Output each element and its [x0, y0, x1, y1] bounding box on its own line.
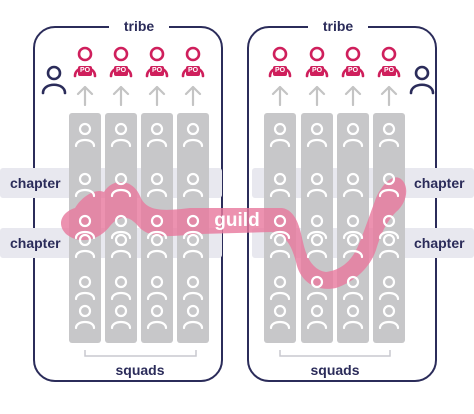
person-outline-icon — [373, 170, 405, 200]
person-outline-icon — [337, 120, 369, 150]
person-outline-icon — [105, 212, 137, 242]
person-outline-icon — [69, 212, 101, 242]
tribe-right-label: tribe — [308, 16, 368, 36]
person-outline-icon — [177, 231, 209, 261]
person-outline-icon — [264, 273, 296, 303]
person-outline-icon — [69, 231, 101, 261]
tribe-lead-person-icon — [406, 64, 438, 96]
person-outline-icon — [264, 302, 296, 332]
tribe-lead-person-icon — [38, 64, 70, 96]
po-person-icon — [301, 44, 333, 82]
person-outline-icon — [69, 120, 101, 150]
person-outline-icon — [373, 120, 405, 150]
person-outline-icon — [373, 231, 405, 261]
person-outline-icon — [264, 170, 296, 200]
person-outline-icon — [177, 302, 209, 332]
person-outline-icon — [141, 170, 173, 200]
person-outline-icon — [337, 212, 369, 242]
person-outline-icon — [301, 273, 333, 303]
arrow-up-icon — [111, 84, 131, 107]
po-person-icon — [177, 44, 209, 82]
person-outline-icon — [141, 120, 173, 150]
person-outline-icon — [337, 231, 369, 261]
arrow-up-icon — [183, 84, 203, 107]
po-badge-text: PO — [187, 67, 199, 74]
person-outline-icon — [337, 302, 369, 332]
person-outline-icon — [264, 212, 296, 242]
person-outline-icon — [177, 120, 209, 150]
person-outline-icon — [373, 212, 405, 242]
person-outline-icon — [141, 212, 173, 242]
po-badge-text: PO — [115, 67, 127, 74]
person-outline-icon — [301, 302, 333, 332]
po-badge-text: PO — [311, 67, 323, 74]
person-outline-icon — [141, 273, 173, 303]
person-outline-icon — [301, 120, 333, 150]
po-person-icon — [337, 44, 369, 82]
person-outline-icon — [373, 302, 405, 332]
person-outline-icon — [141, 302, 173, 332]
person-outline-icon — [105, 273, 137, 303]
person-outline-icon — [177, 170, 209, 200]
squads-label-left: squads — [115, 362, 165, 378]
person-outline-icon — [177, 273, 209, 303]
arrow-up-icon — [343, 84, 363, 107]
guild-label: guild — [214, 210, 260, 231]
arrow-up-icon — [307, 84, 327, 107]
person-outline-icon — [105, 120, 137, 150]
tribe-left-label: tribe — [109, 16, 169, 36]
person-outline-icon — [373, 273, 405, 303]
chapter-label-left-bottom: chapter — [10, 235, 61, 251]
po-person-icon — [69, 44, 101, 82]
chapter-label-right-bottom: chapter — [414, 235, 465, 251]
person-outline-icon — [301, 231, 333, 261]
po-person-icon — [105, 44, 137, 82]
person-outline-icon — [264, 120, 296, 150]
person-outline-icon — [141, 231, 173, 261]
squad-column — [337, 113, 369, 343]
po-person-icon — [141, 44, 173, 82]
person-outline-icon — [69, 170, 101, 200]
person-outline-icon — [105, 170, 137, 200]
po-badge-text: PO — [151, 67, 163, 74]
po-badge-text: PO — [383, 67, 395, 74]
chapter-label-right-top: chapter — [414, 175, 465, 191]
po-badge-text: PO — [79, 67, 91, 74]
person-outline-icon — [105, 231, 137, 261]
person-outline-icon — [337, 170, 369, 200]
person-outline-icon — [105, 302, 137, 332]
arrow-up-icon — [379, 84, 399, 107]
arrow-up-icon — [147, 84, 167, 107]
po-person-icon — [373, 44, 405, 82]
arrow-up-icon — [270, 84, 290, 107]
person-outline-icon — [337, 273, 369, 303]
person-outline-icon — [69, 302, 101, 332]
person-outline-icon — [69, 273, 101, 303]
po-badge-text: PO — [274, 67, 286, 74]
person-outline-icon — [301, 170, 333, 200]
po-person-icon — [264, 44, 296, 82]
person-outline-icon — [264, 231, 296, 261]
squad-column — [105, 113, 137, 343]
squad-column — [301, 113, 333, 343]
arrow-up-icon — [75, 84, 95, 107]
squads-label-right: squads — [310, 362, 360, 378]
chapter-label-left-top: chapter — [10, 175, 61, 191]
po-badge-text: PO — [347, 67, 359, 74]
person-outline-icon — [301, 212, 333, 242]
person-outline-icon — [177, 212, 209, 242]
